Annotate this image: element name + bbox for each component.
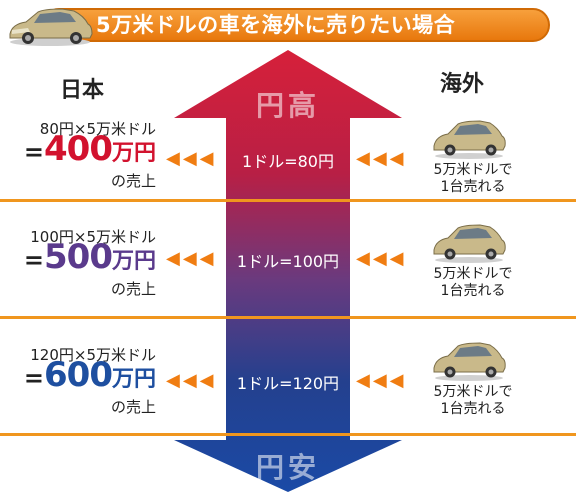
page-title: 5万米ドルの車を海外に売りたい場合 bbox=[96, 13, 456, 37]
sold-note-line: 1台売れる bbox=[440, 401, 506, 417]
car-icon bbox=[433, 342, 506, 381]
sold-note-line: 5万米ドルで bbox=[433, 162, 513, 178]
equals-sign: = bbox=[23, 246, 44, 274]
row-divider bbox=[0, 433, 576, 436]
exchange-rate: 1ドル=80円 bbox=[242, 152, 334, 171]
equals-sign: = bbox=[23, 138, 44, 166]
yen-strong-label: 円高 bbox=[255, 89, 320, 122]
chevron-left-icon: ◀◀◀ bbox=[356, 148, 407, 169]
rate-row-100: 100円×5万米ドル =500万円 の売上 ◀◀◀ 1ドル=100円 ◀◀◀ 5… bbox=[0, 216, 576, 326]
revenue-unit: 万円 bbox=[111, 141, 156, 166]
calc-result: =500万円 bbox=[23, 240, 156, 274]
abroad-column-header: 海外 bbox=[440, 72, 485, 97]
sales-label: の売上 bbox=[110, 280, 156, 298]
car-icon bbox=[9, 8, 93, 46]
rate-row-120: 120円×5万米ドル =600万円 の売上 ◀◀◀ 1ドル=120円 ◀◀◀ 5… bbox=[0, 336, 576, 446]
exchange-rate: 1ドル=120円 bbox=[236, 374, 340, 393]
sold-abroad-note: 5万米ドルで 1台売れる bbox=[418, 162, 528, 196]
sold-note-line: 1台売れる bbox=[440, 179, 506, 195]
row-divider bbox=[0, 199, 576, 202]
calc-result: =400万円 bbox=[23, 132, 156, 166]
sold-abroad-note: 5万米ドルで 1台売れる bbox=[418, 266, 528, 300]
sales-label: の売上 bbox=[110, 172, 156, 190]
chevron-left-icon: ◀◀◀ bbox=[166, 248, 217, 269]
sold-note-line: 5万米ドルで bbox=[433, 266, 513, 282]
sold-abroad-note: 5万米ドルで 1台売れる bbox=[418, 384, 528, 418]
revenue-unit: 万円 bbox=[111, 249, 156, 274]
calc-formula: 120円×5万米ドル bbox=[30, 346, 156, 364]
calc-result: =600万円 bbox=[23, 358, 156, 392]
sales-label: の売上 bbox=[110, 398, 156, 416]
header-pill bbox=[42, 8, 550, 42]
car-icon bbox=[433, 224, 506, 263]
calc-formula: 80円×5万米ドル bbox=[39, 120, 156, 138]
japan-column-header: 日本 bbox=[60, 78, 105, 103]
header-banner: 5万米ドルの車を海外に売りたい場合 bbox=[4, 4, 552, 46]
chevron-left-icon: ◀◀◀ bbox=[356, 370, 407, 391]
chevron-left-icon: ◀◀◀ bbox=[166, 370, 217, 391]
chevron-left-icon: ◀◀◀ bbox=[356, 248, 407, 269]
row-divider bbox=[0, 316, 576, 319]
revenue-amount: 600 bbox=[44, 355, 113, 395]
car-icon bbox=[433, 120, 506, 159]
yen-weak-label: 円安 bbox=[255, 451, 320, 484]
sold-note-line: 5万米ドルで bbox=[433, 384, 513, 400]
revenue-amount: 400 bbox=[44, 129, 113, 169]
exchange-rate: 1ドル=100円 bbox=[236, 252, 340, 271]
equals-sign: = bbox=[23, 364, 44, 392]
sold-note-line: 1台売れる bbox=[440, 283, 506, 299]
revenue-unit: 万円 bbox=[111, 367, 156, 392]
revenue-amount: 500 bbox=[44, 237, 113, 277]
rate-row-80: 80円×5万米ドル =400万円 の売上 ◀◀◀ 1ドル=80円 ◀◀◀ 5万米… bbox=[0, 110, 576, 220]
calc-formula: 100円×5万米ドル bbox=[30, 228, 156, 246]
chevron-left-icon: ◀◀◀ bbox=[166, 148, 217, 169]
